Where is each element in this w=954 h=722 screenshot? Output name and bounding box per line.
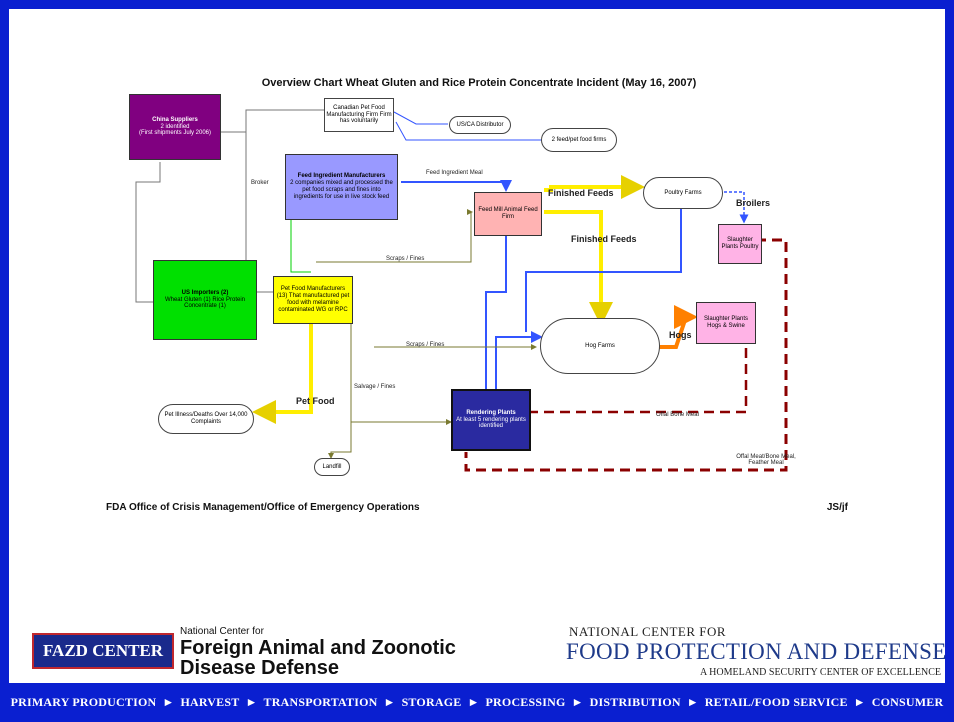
fazd-name: Foreign Animal and Zoonotic Disease Defe…: [180, 637, 456, 679]
china-suppliers-node: China Suppliers 2 identified (First ship…: [129, 94, 221, 160]
pipeline-step: PROCESSING: [485, 695, 566, 709]
china-count: 2 identified: [160, 123, 190, 130]
pipeline-step: DISTRIBUTION: [589, 695, 681, 709]
label-broker: Broker: [251, 180, 269, 186]
arrow-icon: ►: [245, 695, 258, 709]
arrow-icon: ►: [383, 695, 396, 709]
pet-food-manufacturers-node: Pet Food Manufacturers (13) That manufac…: [273, 276, 353, 324]
slaughter-hogs-node: Slaughter Plants Hogs & Swine: [696, 302, 756, 344]
slaughter-poultry-text: Slaughter Plants Poultry: [721, 237, 759, 250]
flow-diagram: Overview Chart Wheat Gluten and Rice Pro…: [96, 62, 862, 524]
label-feed-ingredient-meal: Feed Ingredient Meal: [426, 170, 483, 176]
arrow-icon: ►: [467, 695, 480, 709]
arrow-icon: ►: [686, 695, 699, 709]
feed-ingredient-title: Feed Ingredient Manufacturers: [297, 173, 386, 180]
label-scraps-fines-1: Scraps / Fines: [386, 256, 425, 262]
china-title: China Suppliers: [152, 116, 198, 123]
pipeline-step: HARVEST: [180, 695, 240, 709]
rendering-plants-node: Rendering Plants At least 5 rendering pl…: [451, 389, 531, 451]
footer-fda: FDA Office of Crisis Management/Office o…: [106, 502, 420, 513]
label-broilers: Broilers: [736, 198, 771, 208]
us-distributor-node: US/CA Distributor: [449, 116, 511, 134]
poultry-text: Poultry Farms: [664, 189, 702, 196]
feed-mill-node: Feed Mill Animal Feed Firm: [474, 192, 542, 236]
china-shipments: (First shipments July 2006): [138, 130, 212, 137]
ncfpd-line2: FOOD PROTECTION AND DEFENSE: [566, 639, 947, 664]
ncfpd-line1: NATIONAL CENTER FOR: [569, 624, 727, 639]
arrow-icon: ►: [853, 695, 866, 709]
hog-farms-node: Hog Farms: [540, 318, 660, 374]
label-offal-feather: Offal Meat/Bone Meal, Feather Meal: [736, 454, 796, 466]
label-finished-feeds-2: Finished Feeds: [571, 234, 637, 244]
label-salvage: Salvage / Fines: [354, 384, 396, 390]
feed-firms-node: 2 feed/pet food firms: [541, 128, 617, 152]
pipeline-step: TRANSPORTATION: [263, 695, 378, 709]
label-hogs: Hogs: [669, 330, 692, 340]
landfill-node: Landfill: [314, 458, 350, 476]
landfill-text: Landfill: [322, 463, 342, 470]
us-importers-title: US Importers (2): [181, 289, 229, 296]
pipeline-step: STORAGE: [401, 695, 462, 709]
fazd-logo: FAZD CENTER: [32, 633, 174, 669]
pipeline-step: RETAIL/FOOD SERVICE: [704, 695, 848, 709]
label-scraps-fines-2: Scraps / Fines: [406, 342, 445, 348]
pet-illnesses-node: Pet Illness/Deaths Over 14,000 Complaint…: [158, 404, 254, 434]
footer-initials: JS/jf: [826, 502, 848, 513]
slaughter-hogs-text: Slaughter Plants Hogs & Swine: [703, 316, 749, 329]
rendering-title: Rendering Plants: [466, 409, 516, 416]
us-importers-body: Wheat Gluten (1) Rice Protein Concentrat…: [164, 296, 246, 310]
diagram-title: Overview Chart Wheat Gluten and Rice Pro…: [261, 77, 697, 89]
arrow-icon: ►: [571, 695, 584, 709]
us-distributor-text: US/CA Distributor: [456, 121, 504, 128]
us-importers-node: US Importers (2) Wheat Gluten (1) Rice P…: [153, 260, 257, 340]
pet-illnesses-text: Pet Illness/Deaths Over 14,000 Complaint…: [164, 412, 248, 425]
hog-farms-text: Hog Farms: [585, 342, 615, 349]
pipeline-step: PRIMARY PRODUCTION: [10, 695, 157, 709]
feed-firms-text: 2 feed/pet food firms: [551, 136, 607, 143]
pet-food-mfr-text: Pet Food Manufacturers (13) That manufac…: [276, 286, 350, 313]
canadian-text: Canadian Pet Food Manufacturing Firm Fir…: [326, 104, 392, 125]
pipeline-bar: PRIMARY PRODUCTION ► HARVEST ► TRANSPORTAT…: [0, 683, 954, 722]
slaughter-poultry-node: Slaughter Plants Poultry: [718, 224, 762, 264]
fazd-subtitle: National Center for: [180, 626, 264, 637]
ncfpd-line3: A HOMELAND SECURITY CENTER OF EXCELLENCE: [700, 667, 942, 678]
arrow-icon: ►: [162, 695, 175, 709]
canadian-firm-node: Canadian Pet Food Manufacturing Firm Fir…: [324, 98, 394, 132]
label-offal-bone: Offal Bone Meal: [656, 412, 699, 418]
feed-ingredient-node: Feed Ingredient Manufacturers 2 companie…: [285, 154, 398, 220]
pipeline-step: CONSUMER: [871, 695, 944, 709]
rendering-body: At least 5 rendering plants identified: [456, 416, 526, 430]
label-pet-food: Pet Food: [296, 396, 335, 406]
feed-ingredient-body: 2 companies mixed and processed the pet …: [290, 180, 393, 200]
feed-mill-text: Feed Mill Animal Feed Firm: [478, 207, 538, 220]
poultry-farms-node: Poultry Farms: [643, 177, 723, 209]
label-finished-feeds-1: Finished Feeds: [548, 188, 614, 198]
